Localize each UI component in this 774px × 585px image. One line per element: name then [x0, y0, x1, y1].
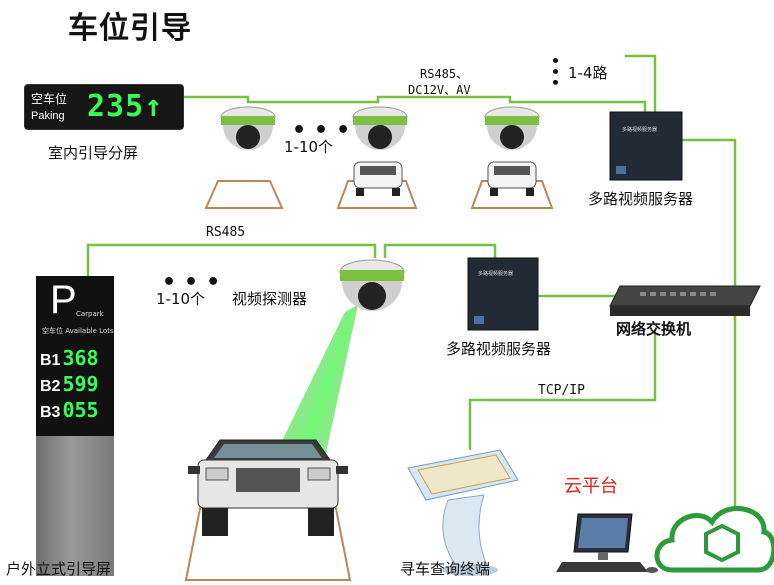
parking-bays [184, 180, 554, 581]
server-to-switch [682, 138, 737, 520]
camera-dots-top: ••• [292, 118, 359, 143]
sign-label-top: 空车位 [31, 92, 68, 106]
kiosk-caption: 寻车查询终端 [400, 560, 491, 578]
server-top-caption: 多路视频服务器 [588, 190, 694, 208]
indoor-guidance-sign: 空车位 Paking 235↑ [24, 84, 184, 130]
branch-count-label: 1-4路 [568, 64, 608, 82]
dome-camera [352, 106, 408, 150]
page-title: 车位引导 [68, 11, 192, 46]
network-switch-device [609, 285, 761, 316]
cloud-icon [654, 506, 774, 573]
parking-bay-empty [204, 180, 284, 209]
level-name: B1 [40, 352, 61, 369]
outdoor-sub1: Carpark [76, 310, 104, 318]
sign-count-value: 235 [87, 89, 145, 124]
level-name: B3 [40, 404, 61, 421]
cam-to-server-mid [383, 243, 497, 258]
server-mid-panel-text: 多路视频服务器 [478, 271, 514, 277]
server-top-panel-text: 多路视频服务器 [622, 127, 658, 133]
sign-label-bottom: Paking [31, 110, 65, 122]
bus-power-label: DC12V、AV [408, 83, 471, 97]
parking-p-icon: P [50, 278, 77, 322]
connection-lines [86, 54, 737, 547]
camera-count-top: 1-10个 [284, 138, 334, 156]
car-large [188, 439, 348, 536]
level-count: 368 [62, 346, 99, 370]
camera-count-mid: 1-10个 [156, 290, 206, 308]
dome-camera [484, 106, 540, 150]
bus-top [182, 95, 647, 112]
video-server-mid [467, 257, 539, 331]
query-kiosk [407, 449, 519, 576]
server-mid-caption: 多路视频服务器 [446, 340, 552, 358]
switch-to-kiosk [468, 330, 657, 450]
detector-caption: 视频探测器 [232, 290, 308, 308]
camera-dots-mid: ••• [162, 270, 229, 295]
cloud-caption: 云平台 [564, 476, 618, 497]
arrow-up-icon: ↑ [144, 89, 164, 124]
branch-dots: ••• [546, 56, 562, 89]
car-small [487, 161, 537, 196]
level-name: B2 [40, 378, 61, 395]
sign-count: 235↑ [87, 89, 163, 124]
level-count: 055 [62, 398, 99, 422]
video-detector-camera [339, 259, 405, 311]
branch-top [625, 54, 657, 112]
video-server-top [609, 111, 683, 181]
computer-terminal [556, 513, 658, 573]
switch-caption: 网络交换机 [616, 320, 692, 338]
outdoor-sub2: 空车位 Available Lots [42, 327, 114, 335]
dome-camera [220, 106, 276, 150]
tcpip-label: TCP/IP [538, 383, 585, 398]
bus-protocol-label: RS485、 [420, 67, 469, 81]
outdoor-sign-caption: 户外立式引导屏 [6, 560, 112, 578]
indoor-sign-caption: 室内引导分屏 [48, 144, 139, 162]
left-bus-label: RS485 [206, 225, 246, 240]
level-count: 599 [62, 372, 99, 396]
car-small [353, 161, 403, 196]
bus-left [86, 243, 377, 278]
